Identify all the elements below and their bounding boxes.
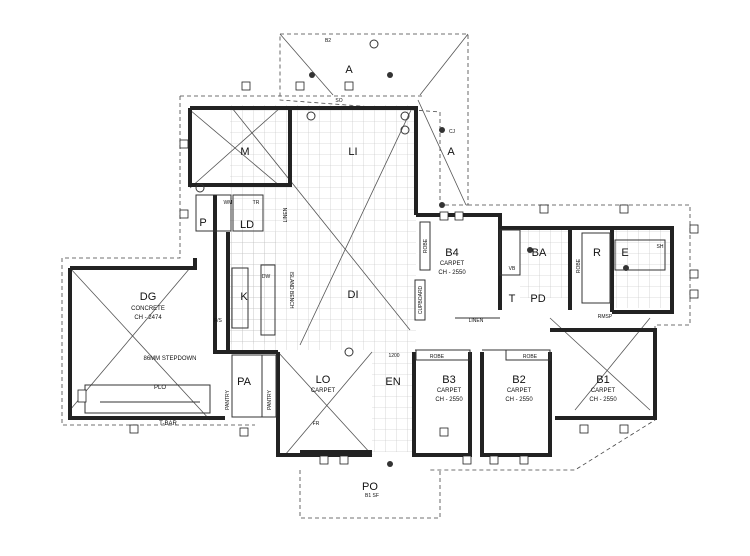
- island-bench-label: ISLAND BENCH: [288, 272, 294, 309]
- internal-lines: [84, 194, 666, 418]
- porch-label: PO: [362, 481, 378, 493]
- plo-label: PLO: [154, 385, 166, 391]
- dimension-boxes: [77, 81, 699, 465]
- linen2-label: LINEN: [469, 318, 484, 324]
- b1sf-label: B1 SF: [365, 493, 379, 499]
- lounge-floor-label: CARPET: [311, 388, 336, 394]
- robe-r-label: ROBE: [576, 258, 582, 273]
- lounge-label: LO: [316, 374, 331, 386]
- alfresco-label-right: A: [447, 146, 455, 158]
- dining-label: DI: [348, 289, 359, 301]
- robe-main-label: R: [593, 247, 601, 259]
- bed1-floor-label: CARPET: [591, 388, 616, 394]
- bed3-floor-label: CARPET: [437, 388, 462, 394]
- bed4-label: B4: [445, 247, 458, 259]
- ensuite-label: E: [621, 247, 628, 259]
- bed2-ch-label: CH - 2550: [505, 397, 533, 403]
- stepdown-label: 86MM STEPDOWN: [143, 356, 196, 362]
- room-labels: A A M LI DI K LD P DG CONCRETE CH - 2474…: [131, 38, 664, 499]
- living-label: LI: [348, 146, 357, 158]
- pantry-left-label: PANTRY: [225, 389, 231, 409]
- vb-label: VB: [509, 266, 516, 272]
- ensuite-tiles: [612, 228, 672, 308]
- dim-1200-label: 1200: [388, 353, 399, 359]
- robe-b2-label: ROBE: [523, 354, 538, 360]
- garage-label: DG: [140, 291, 157, 303]
- bed3-ch-label: CH - 2550: [435, 397, 463, 403]
- bed3-label: B3: [442, 374, 455, 386]
- tr-label: TR: [253, 200, 260, 206]
- sh-label: SH: [657, 244, 664, 250]
- bed1-ch-label: CH - 2550: [589, 397, 617, 403]
- bed1-label: B1: [596, 374, 609, 386]
- fs-label: F/S: [214, 318, 222, 324]
- garage-floor-label: CONCRETE: [131, 306, 165, 312]
- powder2-label: PD: [530, 293, 545, 305]
- laundry-label: LD: [240, 219, 254, 231]
- linen-label: LINEN: [283, 207, 289, 222]
- so-label: SO: [335, 98, 342, 104]
- bed2-label: B2: [512, 374, 525, 386]
- cj-label: CJ: [449, 129, 456, 135]
- cupboard-label: CUPBOARD: [418, 285, 424, 314]
- bed2-floor-label: CARPET: [507, 388, 532, 394]
- bath-tiles: [520, 228, 570, 298]
- robe-b4-label: ROBE: [423, 238, 429, 253]
- entry-tiles: [372, 350, 414, 452]
- alfresco-label-top: A: [345, 64, 353, 76]
- robe-b3-label: ROBE: [430, 354, 445, 360]
- wm-label: WM: [224, 200, 233, 206]
- bed4-floor-label: CARPET: [440, 261, 465, 267]
- pantry-room-label: PA: [237, 376, 252, 388]
- roof-outline: [61, 95, 691, 519]
- kitchen-label: K: [240, 291, 248, 303]
- media-label: M: [240, 146, 249, 158]
- fr-label: FR: [313, 421, 320, 427]
- fixture-markers: [195, 39, 629, 467]
- powder-label: P: [199, 217, 206, 229]
- toilet-label: T: [509, 293, 516, 305]
- pantry-right-label: PANTRY: [267, 389, 273, 409]
- bed4-ch-label: CH - 2550: [438, 270, 466, 276]
- bath-label: BA: [532, 247, 547, 259]
- walls: [68, 106, 674, 457]
- living-hip-lines: [69, 107, 651, 456]
- dw-label: DW: [262, 274, 271, 280]
- kitchen-tiles: [228, 232, 276, 344]
- tbar-label: T-BAR: [159, 421, 177, 427]
- b2-label: B2: [325, 38, 331, 44]
- garage-ch-label: CH - 2474: [134, 315, 162, 321]
- entry-label: EN: [385, 376, 400, 388]
- rmsp-label: RMSP: [598, 314, 613, 320]
